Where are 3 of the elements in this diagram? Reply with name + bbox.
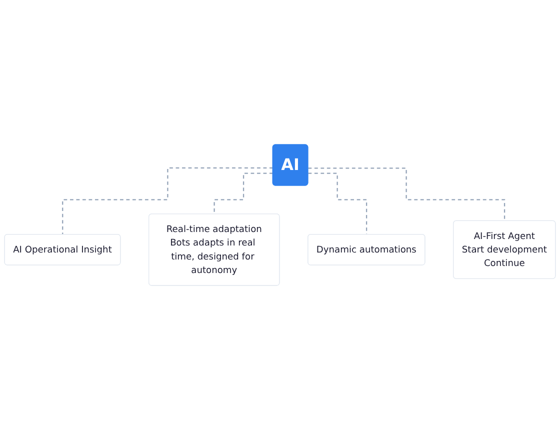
connector [308,168,506,222]
connector [62,167,273,236]
connector [214,172,273,215]
